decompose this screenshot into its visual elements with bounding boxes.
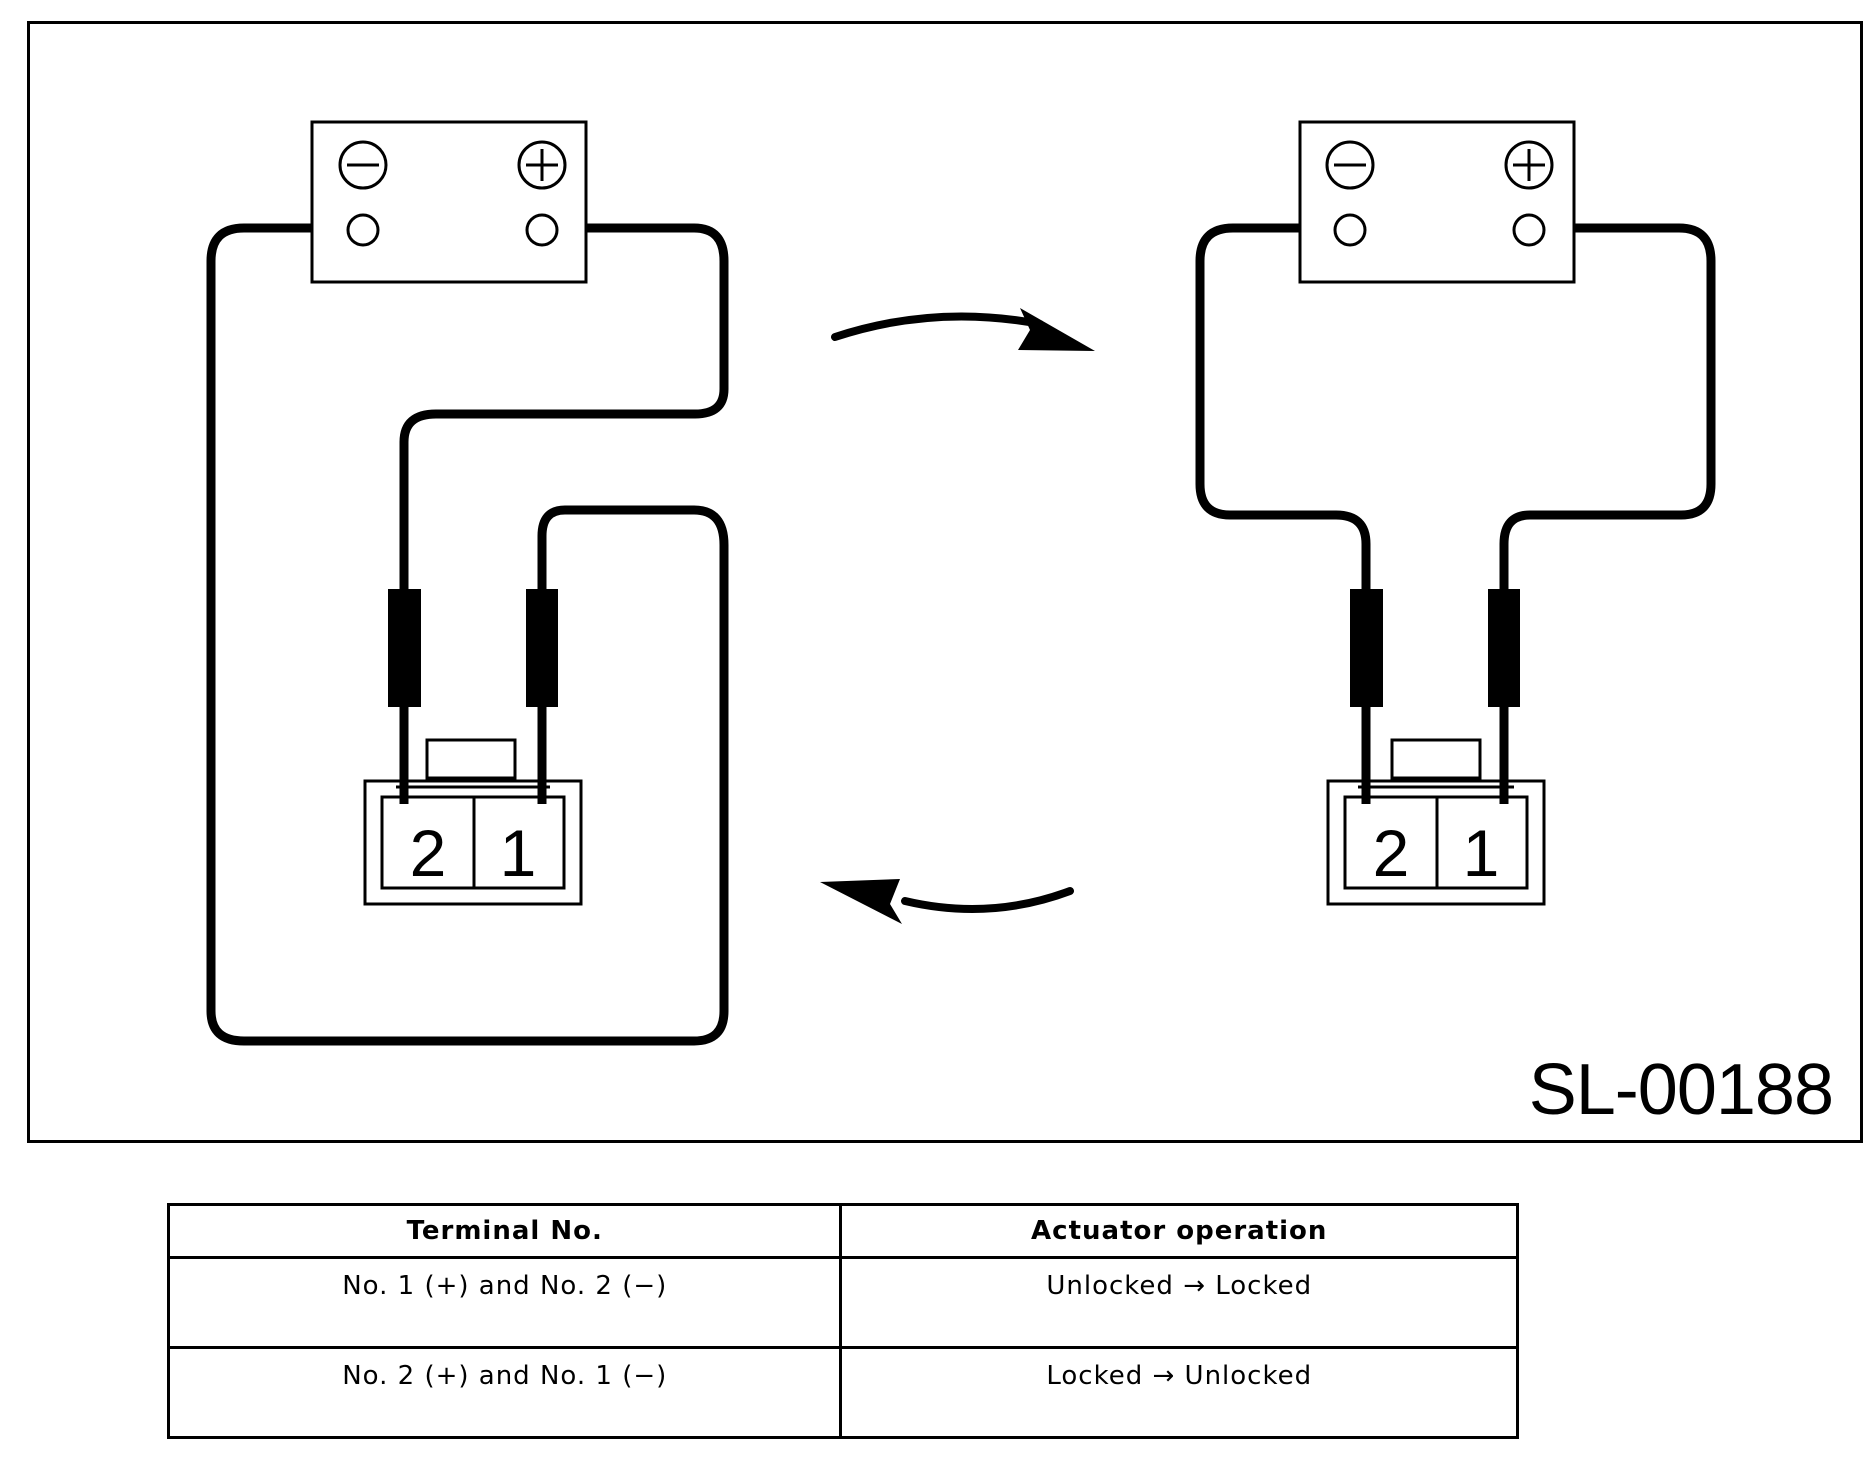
left-circuit: 2 1 (206, 120, 729, 1046)
negative-terminal (1333, 213, 1367, 247)
table-row: No. 1 (+) and No. 2 (−) Unlocked → Locke… (166, 1256, 1519, 1349)
wiring-diagram: .wire { fill: none; stroke: #000; stroke… (206, 120, 1716, 1046)
terminal-1-label: 1 (500, 816, 537, 890)
wire-sleeve (526, 589, 558, 707)
terminal-operation-table: Terminal No. Actuator operation No. 1 (+… (166, 1203, 1519, 1439)
left-negative-wire (206, 223, 729, 1046)
right-actuator-connector: 2 1 (1326, 704, 1546, 906)
battery-box (310, 120, 588, 284)
table-row: No. 2 (+) and No. 1 (−) Locked → Unlocke… (166, 1346, 1519, 1439)
figure-id-label: SL-00188 (1528, 1050, 1834, 1130)
reverse-arrow-icon (820, 879, 1074, 924)
wiring-diagram-figure: .wire { fill: none; stroke: #000; stroke… (27, 21, 1863, 1143)
operation-cell: Locked → Unlocked (839, 1346, 1519, 1439)
table-header-row: Terminal No. Actuator operation (166, 1203, 1519, 1259)
right-negative-wire (1195, 223, 1371, 804)
positive-terminal (1512, 213, 1546, 247)
minus-icon (338, 140, 388, 190)
right-positive-wire (1499, 223, 1716, 804)
wire-sleeve (1350, 589, 1383, 707)
battery-box (1298, 120, 1576, 284)
right-battery (1298, 120, 1576, 284)
left-battery (310, 120, 588, 284)
operation-cell: Unlocked → Locked (839, 1256, 1519, 1349)
left-positive-wire (399, 223, 729, 804)
terminal-1-label: 1 (1463, 816, 1500, 890)
terminal-cell: No. 2 (+) and No. 1 (−) (166, 1346, 843, 1439)
right-circuit: 2 1 (1195, 120, 1716, 906)
terminal-cell: No. 1 (+) and No. 2 (−) (166, 1256, 843, 1349)
forward-arrow-icon (831, 308, 1095, 351)
terminal-2-label: 2 (410, 816, 447, 890)
left-actuator-connector: 2 1 (363, 704, 583, 906)
column-header-terminal: Terminal No. (166, 1203, 843, 1259)
wire-sleeve (388, 589, 421, 707)
minus-icon (1325, 140, 1375, 190)
plus-icon (517, 140, 567, 190)
column-header-operation: Actuator operation (839, 1203, 1519, 1259)
wire-sleeve (1488, 589, 1520, 707)
negative-terminal (346, 213, 380, 247)
terminal-2-label: 2 (1373, 816, 1410, 890)
positive-terminal (525, 213, 559, 247)
plus-icon (1504, 140, 1554, 190)
